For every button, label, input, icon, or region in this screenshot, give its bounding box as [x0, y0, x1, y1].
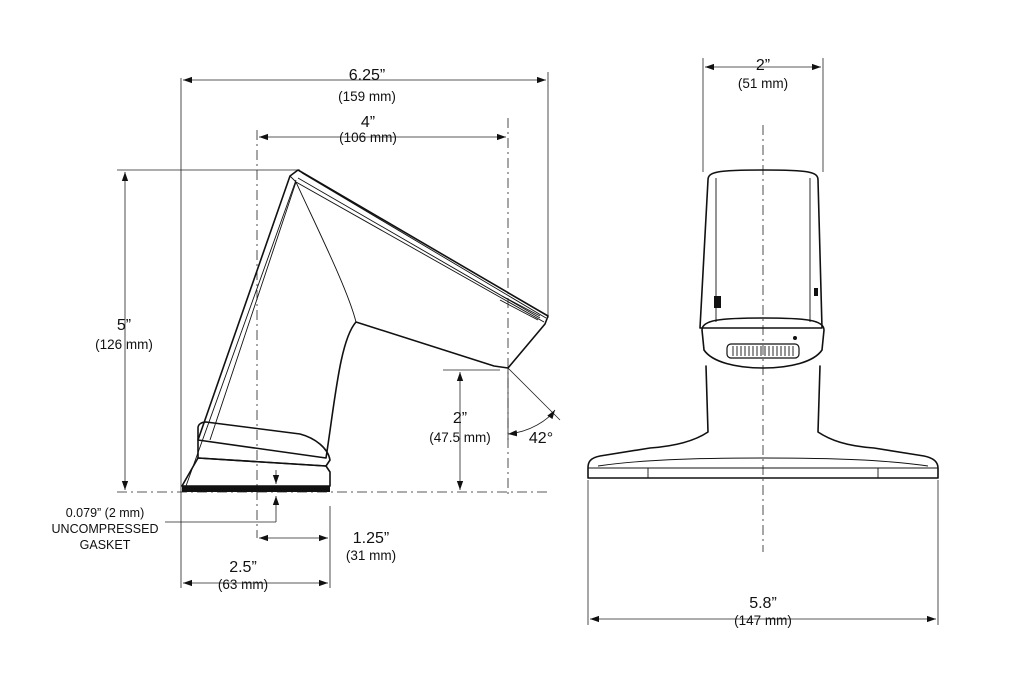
overall-length-label: 6.25”	[349, 67, 385, 84]
spout-reach-metric: (106 mm)	[339, 130, 397, 145]
side-dimension-lines	[121, 76, 556, 587]
side-view	[117, 72, 561, 588]
sensor-grille	[732, 346, 794, 356]
base-offset-metric: (31 mm)	[346, 548, 396, 563]
base-depth-metric: (63 mm)	[218, 577, 268, 592]
gasket-line2: UNCOMPRESSED	[52, 522, 159, 536]
base-width-label: 5.8”	[749, 595, 777, 612]
front-extension-lines	[587, 58, 939, 625]
base-offset-label: 1.25”	[353, 530, 389, 547]
front-dimension-lines	[590, 63, 936, 623]
height-metric: (126 mm)	[95, 337, 153, 352]
logo-mark	[714, 296, 721, 308]
front-view	[587, 58, 939, 625]
overall-length-metric: (159 mm)	[338, 89, 396, 104]
height-label: 5”	[117, 317, 131, 334]
gasket	[182, 486, 330, 492]
side-extension-lines	[117, 72, 561, 588]
spout-reach-label: 4”	[361, 114, 375, 131]
spout-angle-label: 42°	[529, 430, 553, 447]
gasket-line1: 0.079” (2 mm)	[66, 506, 145, 520]
front-faucet-body	[587, 169, 939, 479]
spout-clearance-metric: (47.5 mm)	[429, 430, 491, 445]
body-width-label: 2”	[756, 57, 770, 74]
side-faucet-body	[181, 169, 549, 492]
base-depth-label: 2.5”	[229, 559, 257, 576]
gasket-line3: GASKET	[80, 538, 131, 552]
base-width-metric: (147 mm)	[734, 613, 792, 628]
body-width-metric: (51 mm)	[738, 76, 788, 91]
spout-clearance-label: 2”	[453, 410, 467, 427]
